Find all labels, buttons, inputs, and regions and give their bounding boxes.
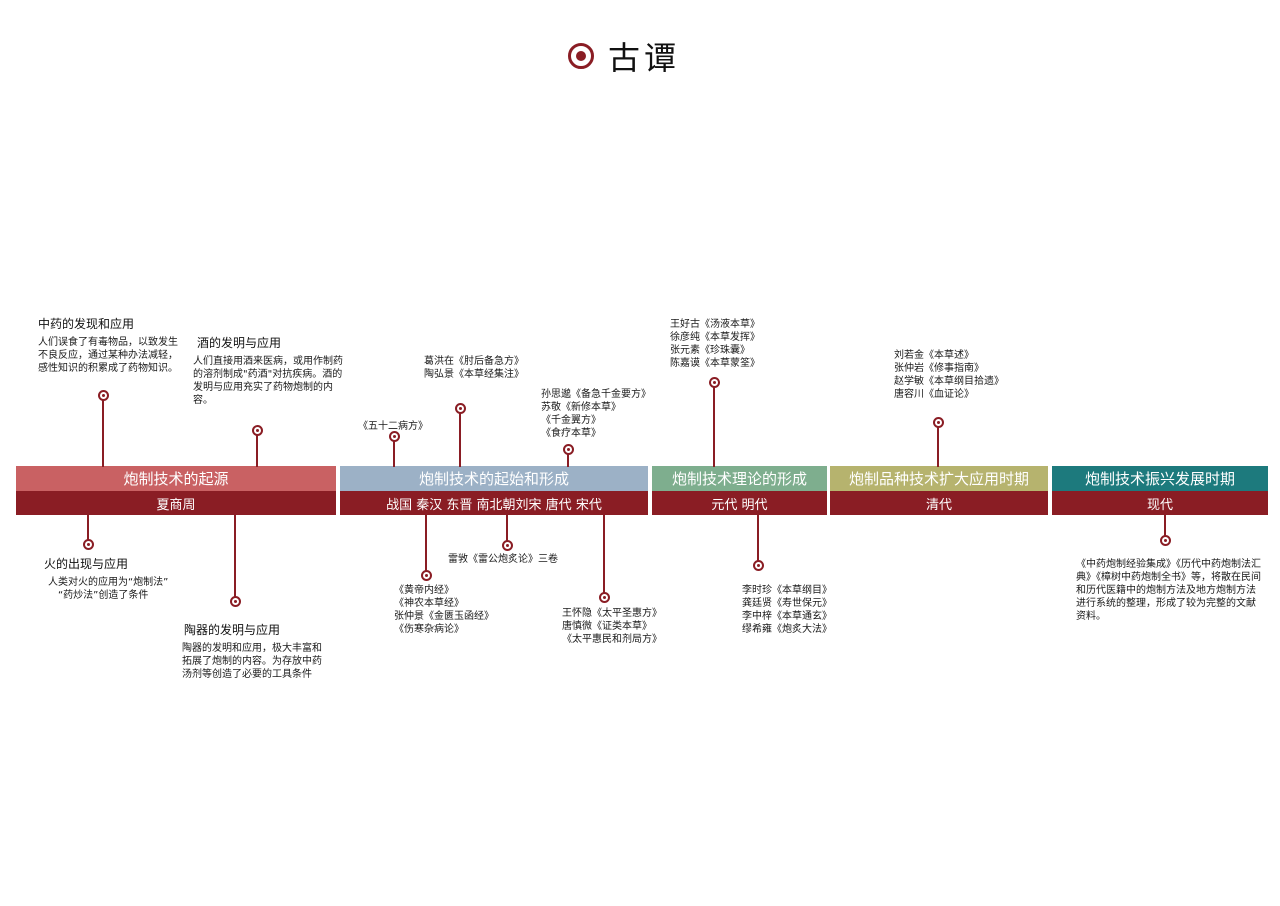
note-line: 王怀隐《太平圣惠方》 [562, 608, 662, 619]
connector-line [567, 449, 569, 467]
note-fire: 火的出现与应用 人类对火的应用为“炮制法” “药炒法”创造了条件 [44, 556, 214, 602]
timeline-node-icon [563, 444, 574, 455]
note-huangdi: 《黄帝内经》 《神农本草经》 张仲景《金匮玉函经》 《伤寒杂病论》 [394, 584, 494, 636]
stage-revival-period: 现代 [1052, 491, 1268, 515]
timeline-node-icon [709, 377, 720, 388]
note-line: 张仲岩《修事指南》 [894, 363, 984, 374]
connector-line [506, 514, 508, 545]
connector-line [102, 395, 104, 467]
note-taiping: 王怀隐《太平圣惠方》 唐慎微《证类本草》 《太平惠民和剂局方》 [562, 607, 662, 646]
note-line: 徐彦纯《本草发挥》 [670, 332, 760, 343]
note-modern: 《中药炮制经验集成》《历代中药炮制法汇典》《樟树中药炮制全书》等，将散在民间和历… [1076, 558, 1264, 623]
note-pottery: 陶器的发明与应用 陶器的发明和应用，极大丰富和拓展了炮制的内容。为存放中药汤剂等… [182, 622, 328, 681]
stage-formation-period: 战国 秦汉 东晋 南北朝刘宋 唐代 宋代 [340, 491, 648, 515]
note-line: 陈嘉谟《本草蒙筌》 [670, 358, 760, 369]
note-wushier: 《五十二病方》 [358, 420, 428, 433]
stage-origin-name: 炮制技术的起源 [16, 466, 336, 491]
timeline-node-icon [455, 403, 466, 414]
connector-line [256, 430, 258, 467]
note-line: 《伤寒杂病论》 [394, 624, 464, 635]
note-line: 李中梓《本草通玄》 [742, 611, 832, 622]
connector-line [713, 382, 715, 467]
stage-expansion-name: 炮制品种技术扩大应用时期 [830, 466, 1048, 491]
note-text: 《中药炮制经验集成》《历代中药炮制法汇典》《樟树中药炮制全书》等，将散在民间和历… [1076, 559, 1261, 622]
note-line: “药炒法”创造了条件 [58, 590, 149, 601]
note-line: 《五十二病方》 [358, 421, 428, 432]
stage-origin-period: 夏商周 [16, 491, 336, 515]
note-line: 《食疗本草》 [541, 428, 601, 439]
note-medicine-origin: 中药的发现和应用 人们误食了有毒物品，以致发生不良反应，通过某种办法减轻，感性知… [38, 316, 184, 375]
connector-line [393, 436, 395, 467]
connector-line [757, 514, 759, 565]
timeline-node-icon [421, 570, 432, 581]
connector-line [603, 514, 605, 597]
note-line: 龚廷贤《寿世保元》 [742, 598, 832, 609]
timeline-node-icon [599, 592, 610, 603]
note-line: 唐慎微《证类本草》 [562, 621, 652, 632]
note-text: 人们直接用酒来医病，或用作制药的溶剂制成"药酒"对抗疾病。酒的发明与应用充实了药… [193, 356, 343, 406]
timeline-node-icon [230, 596, 241, 607]
note-line: 张元素《珍珠囊》 [670, 345, 750, 356]
connector-line [937, 422, 939, 467]
note-heading: 陶器的发明与应用 [184, 623, 281, 637]
note-line: 李时珍《本草纲目》 [742, 585, 832, 596]
note-line: 《千金翼方》 [541, 415, 601, 426]
note-leigong: 雷敩《雷公炮炙论》三卷 [448, 553, 558, 566]
note-line: 葛洪在《肘后备急方》 [424, 356, 524, 367]
timeline-node-icon [83, 539, 94, 550]
note-text: 陶器的发明和应用，极大丰富和拓展了炮制的内容。为存放中药汤剂等创造了必要的工具条… [182, 643, 322, 680]
timeline-node-icon [389, 431, 400, 442]
note-line: 王好古《汤液本草》 [670, 319, 760, 330]
note-heading: 中药的发现和应用 [38, 317, 135, 331]
note-ming-works: 李时珍《本草纲目》 龚廷贤《寿世保元》 李中梓《本草通玄》 缪希雍《炮炙大法》 [742, 584, 832, 636]
timeline-node-icon [753, 560, 764, 571]
stage-theory-period: 元代 明代 [652, 491, 827, 515]
note-yuan-works: 王好古《汤液本草》 徐彦纯《本草发挥》 张元素《珍珠囊》 陈嘉谟《本草蒙筌》 [670, 318, 760, 370]
note-qing-works: 刘若金《本草述》 张仲岩《修事指南》 赵学敏《本草纲目拾遗》 唐容川《血证论》 [894, 349, 1004, 401]
stage-theory-name: 炮制技术理论的形成 [652, 466, 827, 491]
note-line: 陶弘景《本草经集注》 [424, 369, 524, 380]
stage-expansion-period: 清代 [830, 491, 1048, 515]
timeline-node-icon [502, 540, 513, 551]
note-text: 人们误食了有毒物品，以致发生不良反应，通过某种办法减轻，感性知识的积累成了药物知… [38, 337, 178, 374]
note-line: 赵学敏《本草纲目拾遗》 [894, 376, 1004, 387]
note-wine: 酒的发明与应用 人们直接用酒来医病，或用作制药的溶剂制成"药酒"对抗疾病。酒的发… [193, 335, 343, 407]
note-line: 孙思邈《备急千金要方》 [541, 389, 651, 400]
timeline-node-icon [98, 390, 109, 401]
note-line: 雷敩《雷公炮炙论》三卷 [448, 554, 558, 565]
connector-line [459, 408, 461, 467]
page-title: 古谭 [608, 39, 681, 77]
note-heading: 酒的发明与应用 [197, 336, 282, 350]
note-line: 苏敬《新修本草》 [541, 402, 621, 413]
note-line: 缪希雍《炮炙大法》 [742, 624, 832, 635]
connector-line [425, 514, 427, 575]
timeline-node-icon [933, 417, 944, 428]
stage-revival-name: 炮制技术振兴发展时期 [1052, 466, 1268, 491]
note-line: 唐容川《血证论》 [894, 389, 974, 400]
connector-line [234, 514, 236, 601]
note-line: 《太平惠民和剂局方》 [562, 634, 662, 645]
note-line: 张仲景《金匮玉函经》 [394, 611, 494, 622]
title-bullet-icon [568, 43, 594, 69]
connector-line [87, 514, 89, 544]
note-line: 《黄帝内经》 [394, 585, 454, 596]
note-gehong: 葛洪在《肘后备急方》 陶弘景《本草经集注》 [424, 355, 524, 381]
page-header: 古谭 [568, 36, 681, 77]
stage-formation-name: 炮制技术的起始和形成 [340, 466, 648, 491]
timeline-node-icon [1160, 535, 1171, 546]
note-line: 刘若金《本草述》 [894, 350, 974, 361]
timeline-node-icon [252, 425, 263, 436]
note-heading: 火的出现与应用 [44, 557, 129, 571]
note-line: 人类对火的应用为“炮制法” [48, 577, 169, 588]
note-sunsimiao: 孙思邈《备急千金要方》 苏敬《新修本草》 《千金翼方》 《食疗本草》 [541, 388, 651, 440]
note-line: 《神农本草经》 [394, 598, 464, 609]
connector-line [1164, 514, 1166, 540]
